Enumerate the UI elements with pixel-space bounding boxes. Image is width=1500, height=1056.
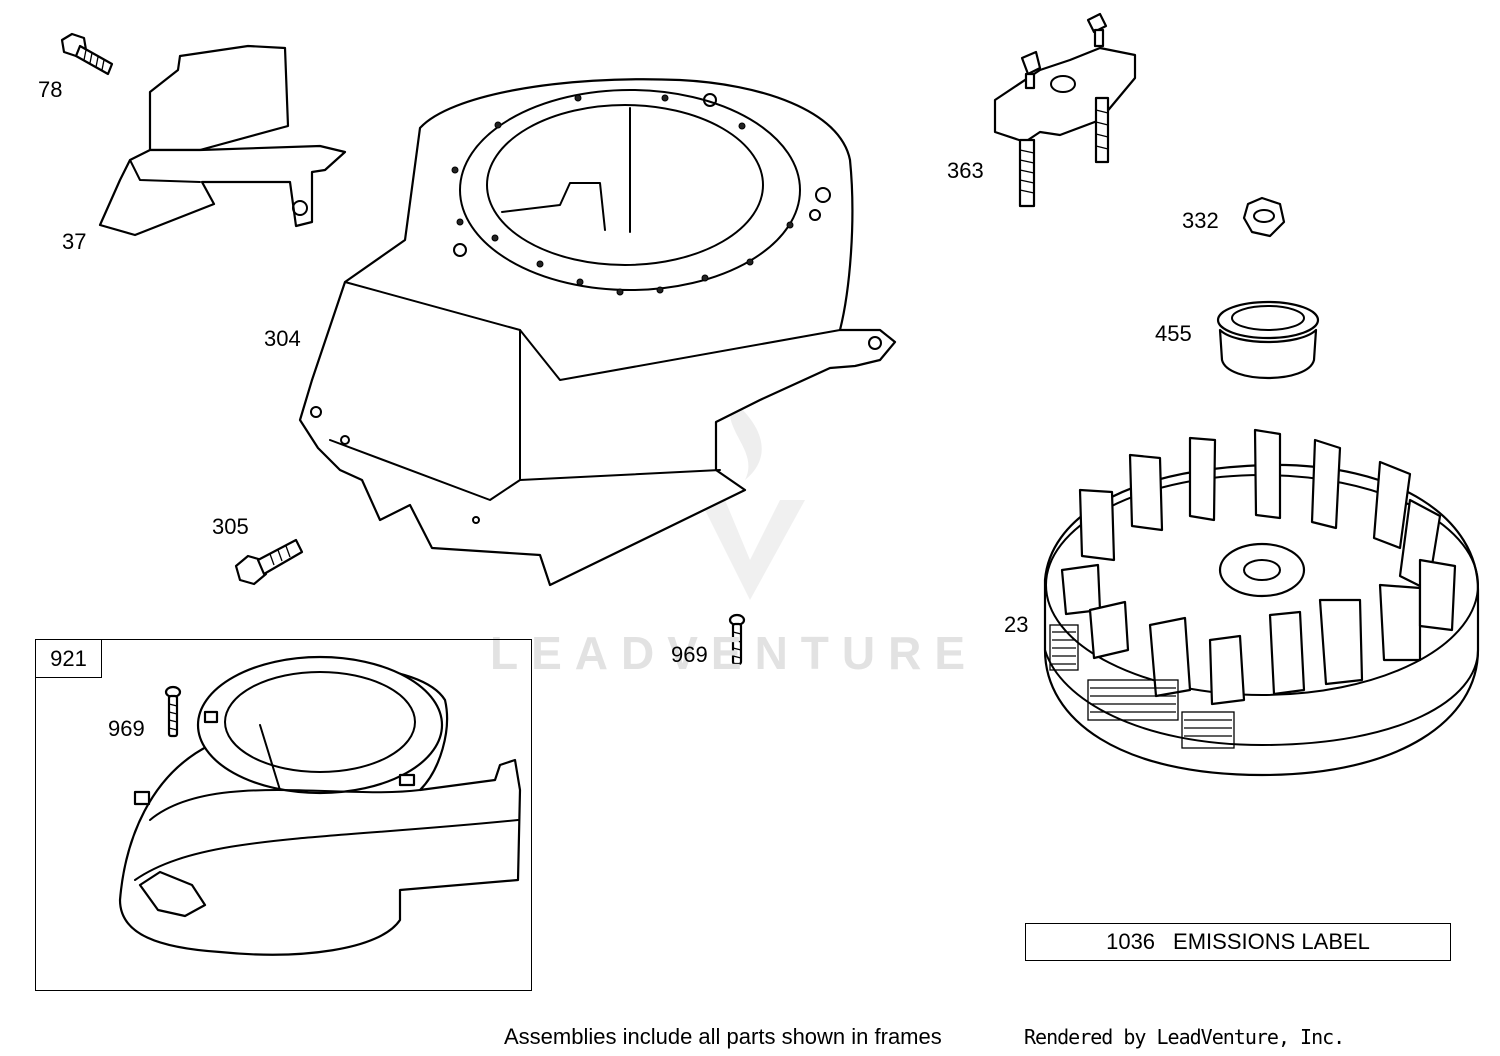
assembly-frame-921 bbox=[35, 639, 532, 991]
emissions-part-number: 1036 bbox=[1106, 929, 1156, 954]
screw-969-frame-illustration bbox=[164, 685, 182, 738]
emissions-label-box[interactable]: 1036 EMISSIONS LABEL bbox=[1025, 923, 1451, 961]
bolt-305-illustration bbox=[234, 538, 304, 586]
callout-23[interactable]: 23 bbox=[1004, 612, 1029, 637]
callout-332[interactable]: 332 bbox=[1182, 208, 1219, 233]
rendered-by-credit: Rendered by LeadVenture, Inc. bbox=[1024, 1025, 1345, 1049]
bracket-363-illustration bbox=[993, 12, 1137, 208]
callout-969-main[interactable]: 969 bbox=[671, 642, 708, 667]
assemblies-note: Assemblies include all parts shown in fr… bbox=[504, 1024, 942, 1049]
callout-37[interactable]: 37 bbox=[62, 229, 87, 254]
watermark-logo bbox=[700, 400, 805, 600]
nut-332-illustration bbox=[1242, 196, 1286, 238]
watermark-text: LEADVENTURE bbox=[490, 627, 979, 679]
callout-78[interactable]: 78 bbox=[38, 77, 63, 102]
frame-tag-921[interactable]: 921 bbox=[35, 639, 102, 678]
screw-969-illustration bbox=[728, 613, 746, 666]
emissions-label-text: EMISSIONS LABEL bbox=[1173, 929, 1370, 954]
bolt-78-illustration bbox=[60, 32, 114, 76]
air-guide-37-illustration bbox=[98, 44, 347, 237]
callout-304[interactable]: 304 bbox=[264, 326, 301, 351]
callout-363[interactable]: 363 bbox=[947, 158, 984, 183]
callout-305[interactable]: 305 bbox=[212, 514, 249, 539]
blower-housing-304-illustration bbox=[298, 78, 897, 587]
callout-455[interactable]: 455 bbox=[1155, 321, 1192, 346]
blower-cover-921-illustration bbox=[118, 655, 522, 956]
flywheel-23-illustration bbox=[1043, 428, 1480, 777]
callout-969-frame[interactable]: 969 bbox=[108, 716, 145, 741]
starter-cup-455-illustration bbox=[1216, 300, 1320, 380]
